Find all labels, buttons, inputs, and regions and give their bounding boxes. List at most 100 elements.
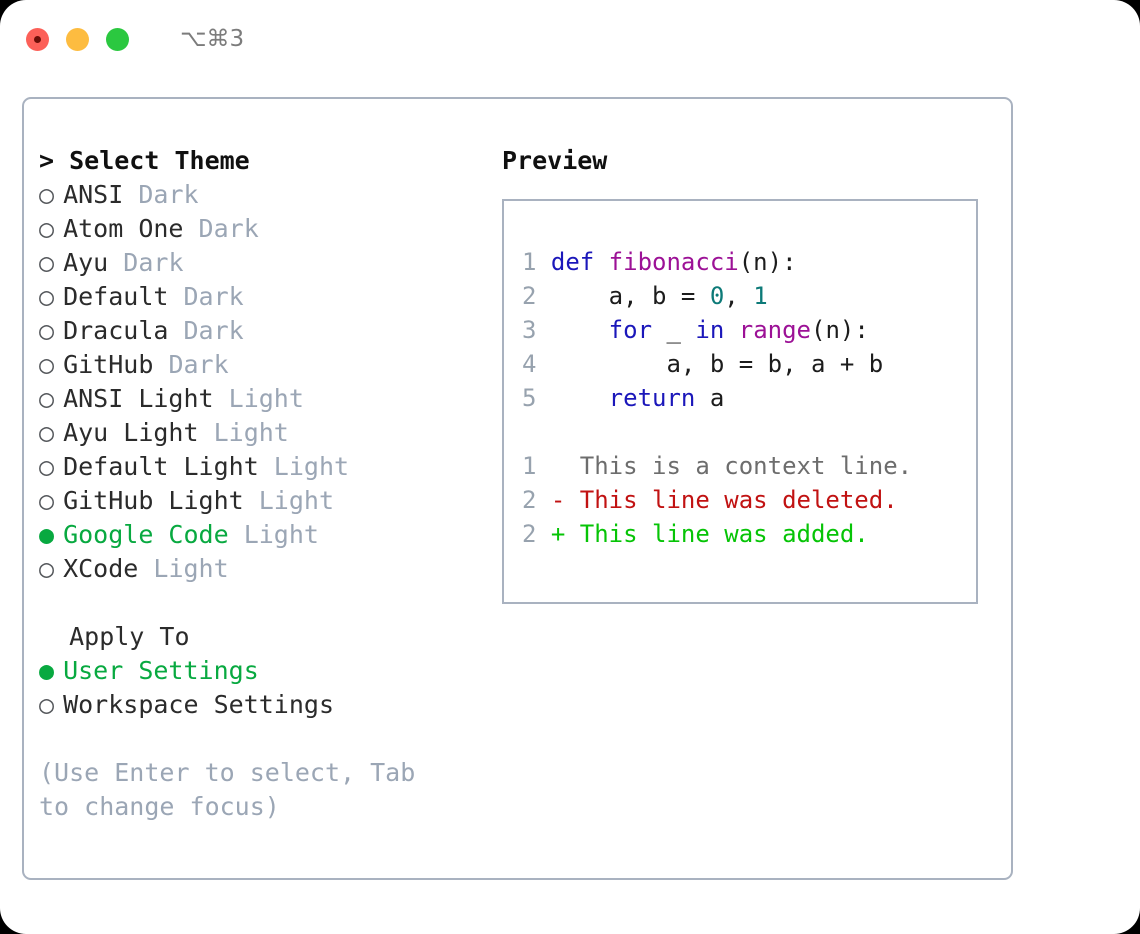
theme-variant-badge: Dark: [183, 214, 259, 243]
line-number: 4: [522, 350, 537, 378]
radio-unselected-icon: ○: [39, 214, 55, 243]
code-token: def: [550, 248, 609, 276]
theme-variant-badge: Light: [198, 418, 289, 447]
apply-to-list[interactable]: ● User Settings ○ Workspace Settings: [39, 654, 489, 722]
theme-list-item[interactable]: ○Ayu Light Light: [39, 416, 489, 450]
select-theme-heading: > Select Theme: [39, 146, 250, 175]
radio-unselected-icon: ○: [39, 554, 55, 583]
code-token: fibonacci: [608, 248, 739, 276]
code-token: a: [695, 384, 725, 412]
radio-unselected-icon: ○: [39, 350, 55, 379]
theme-name-label: Default Light: [63, 452, 259, 481]
minimize-button-icon[interactable]: [66, 27, 89, 51]
theme-variant-badge: Light: [228, 520, 319, 549]
code-token: return: [608, 384, 696, 412]
line-number: 2: [522, 486, 537, 514]
radio-unselected-icon: ○: [39, 316, 55, 345]
keyboard-shortcut-label: ⌥⌘3: [180, 26, 245, 52]
theme-list-item[interactable]: ○Default Light Light: [39, 450, 489, 484]
code-token: 0: [709, 282, 725, 310]
close-button-icon[interactable]: [26, 27, 49, 51]
apply-to-label: User Settings: [63, 656, 259, 685]
code-token: for: [608, 316, 653, 344]
code-line: 4 a, b = b, a + b: [522, 347, 976, 381]
content-frame: > Select Theme ○ANSI Dark○Atom One Dark○…: [22, 97, 1013, 880]
theme-variant-badge: Light: [243, 486, 335, 515]
radio-unselected-icon: ○: [39, 690, 55, 719]
code-token: range: [738, 316, 811, 344]
code-token: [724, 316, 738, 344]
diff-line: 2- This line was deleted.: [522, 483, 976, 517]
theme-list[interactable]: ○ANSI Dark○Atom One Dark○Ayu Dark○Defaul…: [39, 178, 489, 586]
code-token: (n):: [811, 316, 869, 344]
theme-name-label: XCode: [63, 554, 139, 583]
code-token: _: [652, 316, 696, 344]
theme-variant-badge: Light: [258, 452, 350, 481]
theme-name-label: Ayu Light: [63, 418, 199, 447]
theme-list-item[interactable]: ○Atom One Dark: [39, 212, 489, 246]
code-token: (n):: [738, 248, 797, 276]
maximize-button-icon[interactable]: [106, 27, 129, 51]
theme-name-label: Dracula: [63, 316, 169, 345]
line-number: 2: [522, 282, 537, 310]
theme-variant-badge: Dark: [153, 350, 229, 379]
theme-list-item[interactable]: ○ANSI Dark: [39, 178, 489, 212]
radio-unselected-icon: ○: [39, 248, 55, 277]
radio-selected-icon: ●: [39, 520, 55, 549]
diff-line: 1 This is a context line.: [522, 449, 976, 483]
theme-list-item[interactable]: ○Default Dark: [39, 280, 489, 314]
theme-selection-panel: > Select Theme ○ANSI Dark○Atom One Dark○…: [39, 144, 489, 824]
theme-list-item[interactable]: ○ ANSI Light Light: [39, 382, 489, 416]
theme-variant-badge: Dark: [168, 282, 244, 311]
code-token: a, b = b, a + b: [550, 350, 884, 378]
code-line: 3 for _ in range(n):: [522, 313, 976, 347]
line-number: 2: [522, 520, 537, 548]
theme-name-label: Ayu: [63, 248, 109, 277]
theme-name-label: GitHub Light: [63, 486, 244, 515]
title-bar: ⌥⌘3: [0, 0, 1140, 78]
code-line: 5 return a: [522, 381, 976, 415]
radio-unselected-icon: ○: [39, 180, 55, 209]
theme-list-item[interactable]: ● Google Code Light: [39, 518, 489, 552]
keyboard-hint-text: (Use Enter to select, Tab to change focu…: [39, 758, 431, 821]
theme-variant-badge: Dark: [168, 316, 244, 345]
theme-list-item[interactable]: ○ XCode Light: [39, 552, 489, 586]
line-number: 3: [522, 316, 537, 344]
code-token: [551, 316, 609, 344]
theme-name-label: Google Code: [63, 520, 229, 549]
code-line: 1 def fibonacci(n):: [522, 245, 976, 279]
theme-name-label: GitHub: [63, 350, 154, 379]
code-token: [551, 384, 609, 412]
code-line: 2 a, b = 0, 1: [522, 279, 976, 313]
line-number: 1: [522, 248, 537, 276]
preview-heading: Preview: [502, 146, 608, 175]
line-number: 1: [522, 452, 537, 480]
code-token: ,: [724, 282, 754, 310]
radio-selected-icon: ●: [39, 656, 55, 685]
radio-unselected-icon: ○: [39, 384, 55, 413]
theme-list-item[interactable]: ○ Ayu Dark: [39, 246, 489, 280]
apply-to-label: Workspace Settings: [63, 690, 335, 719]
apply-to-item[interactable]: ● User Settings: [39, 654, 489, 688]
diff-line: 2+ This line was added.: [522, 517, 976, 551]
theme-list-item[interactable]: ○ Dracula Dark: [39, 314, 489, 348]
theme-variant-badge: Light: [138, 554, 229, 583]
radio-unselected-icon: ○: [39, 282, 55, 311]
window-controls: [26, 27, 129, 51]
theme-name-label: ANSI Light: [63, 384, 214, 413]
apply-to-item[interactable]: ○ Workspace Settings: [39, 688, 489, 722]
radio-unselected-icon: ○: [39, 486, 55, 515]
apply-to-heading: Apply To: [39, 622, 190, 651]
theme-list-item[interactable]: ○ GitHub Dark: [39, 348, 489, 382]
theme-variant-badge: Dark: [108, 248, 184, 277]
diff-sample: 1 This is a context line.2- This line wa…: [522, 449, 976, 551]
theme-list-item[interactable]: ○ GitHub Light Light: [39, 484, 489, 518]
code-token: in: [695, 316, 725, 344]
theme-name-label: ANSI: [63, 180, 124, 209]
code-token: 1: [753, 282, 768, 310]
line-number: 5: [522, 384, 537, 412]
theme-variant-badge: Light: [213, 384, 304, 413]
